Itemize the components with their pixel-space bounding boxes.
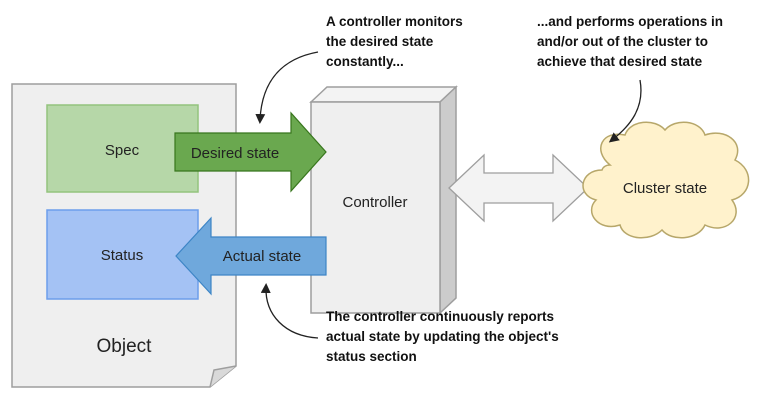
cluster-state-label: Cluster state	[623, 180, 707, 197]
spec-label: Spec	[105, 142, 140, 159]
note-reports: The controller continuously reports actu…	[260, 283, 559, 364]
controller-box: Controller	[309, 85, 458, 315]
reports-pointer	[260, 283, 319, 339]
note-reports-line-2: actual state by updating the object's	[326, 329, 559, 344]
controller-label: Controller	[342, 194, 407, 211]
note-monitors-line-3: constantly...	[326, 54, 404, 69]
actual-state-label: Actual state	[223, 248, 301, 265]
monitors-pointer	[255, 51, 319, 124]
operations-pointer	[608, 79, 642, 143]
object-label: Object	[97, 336, 153, 357]
note-reports-line-3: status section	[326, 349, 417, 364]
double-arrow	[448, 153, 589, 223]
status-box: Status	[46, 209, 199, 300]
note-operations-line-1: ...and performs operations in	[537, 14, 723, 29]
desired-state-label: Desired state	[191, 145, 279, 162]
note-monitors: A controller monitors the desired state …	[255, 14, 463, 124]
note-reports-line-1: The controller continuously reports	[326, 309, 554, 324]
note-operations-line-2: and/or out of the cluster to	[537, 34, 708, 49]
cluster-state-cloud: Cluster state	[582, 121, 750, 239]
desired-state-arrow: Desired state	[174, 111, 327, 193]
status-label: Status	[101, 247, 144, 264]
actual-state-arrow: Actual state	[175, 216, 327, 296]
note-operations: ...and performs operations in and/or out…	[537, 14, 723, 143]
note-monitors-line-2: the desired state	[326, 34, 434, 49]
note-monitors-line-1: A controller monitors	[326, 14, 463, 29]
note-operations-line-3: achieve that desired state	[537, 54, 703, 69]
